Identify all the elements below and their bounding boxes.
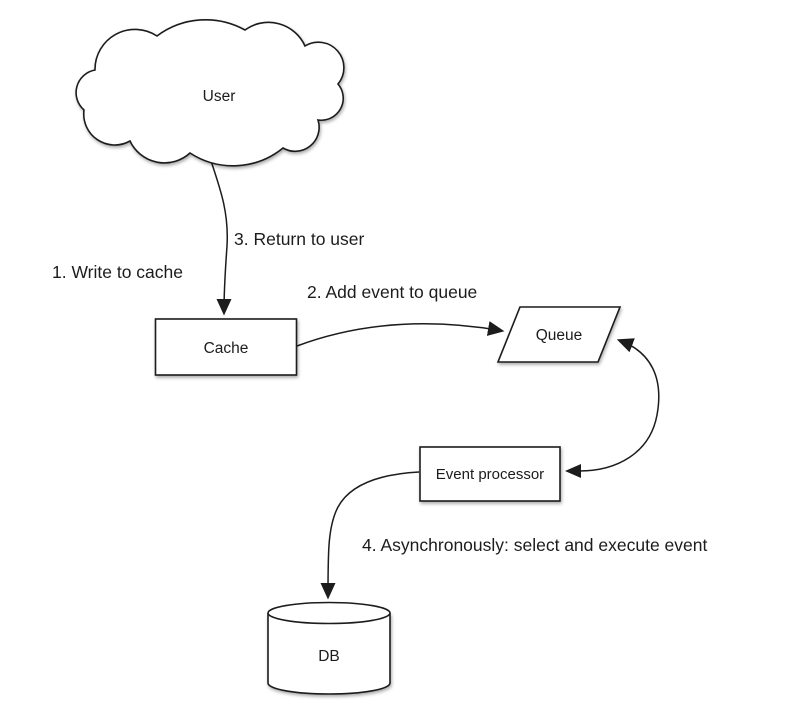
node-cache: Cache xyxy=(154,318,298,376)
label-step-4-asynchronously-select-execute: 4. Asynchronously: select and execute ev… xyxy=(362,535,707,555)
edge-cache-to-queue-arrow xyxy=(296,321,505,347)
node-user-label: User xyxy=(203,88,236,105)
event-processor-rectangle xyxy=(419,446,561,502)
label-step-1-write-to-cache: 1. Write to cache xyxy=(52,262,183,282)
node-cache-label: Cache xyxy=(204,340,249,357)
edge-queue-event-processor-curve xyxy=(578,338,660,472)
db-cylinder-top xyxy=(267,601,391,625)
edge-event-processor-to-db-arrow xyxy=(320,471,420,600)
edges xyxy=(209,157,660,600)
cloud-shape xyxy=(75,19,345,167)
node-queue: Queue xyxy=(496,306,622,363)
step-labels: 1. Write to cache 3. Return to user 2. A… xyxy=(52,229,707,555)
queue-parallelogram xyxy=(496,306,622,363)
node-user: User xyxy=(75,19,345,167)
label-step-2-add-event-to-queue: 2. Add event to queue xyxy=(307,282,477,302)
node-queue-label: Queue xyxy=(536,327,583,344)
label-step-3-return-to-user: 3. Return to user xyxy=(234,229,365,249)
cache-rectangle xyxy=(154,318,298,376)
arrowhead-into-event-processor xyxy=(565,464,581,478)
node-event-processor: Event processor xyxy=(419,446,561,502)
node-db: DB xyxy=(267,601,391,695)
db-cylinder-body xyxy=(267,613,391,695)
edge-queue-event-processor-arrow xyxy=(565,338,660,478)
node-event-processor-label: Event processor xyxy=(436,466,544,483)
node-db-label: DB xyxy=(318,648,340,665)
edge-user-to-cache-arrow xyxy=(209,157,232,316)
